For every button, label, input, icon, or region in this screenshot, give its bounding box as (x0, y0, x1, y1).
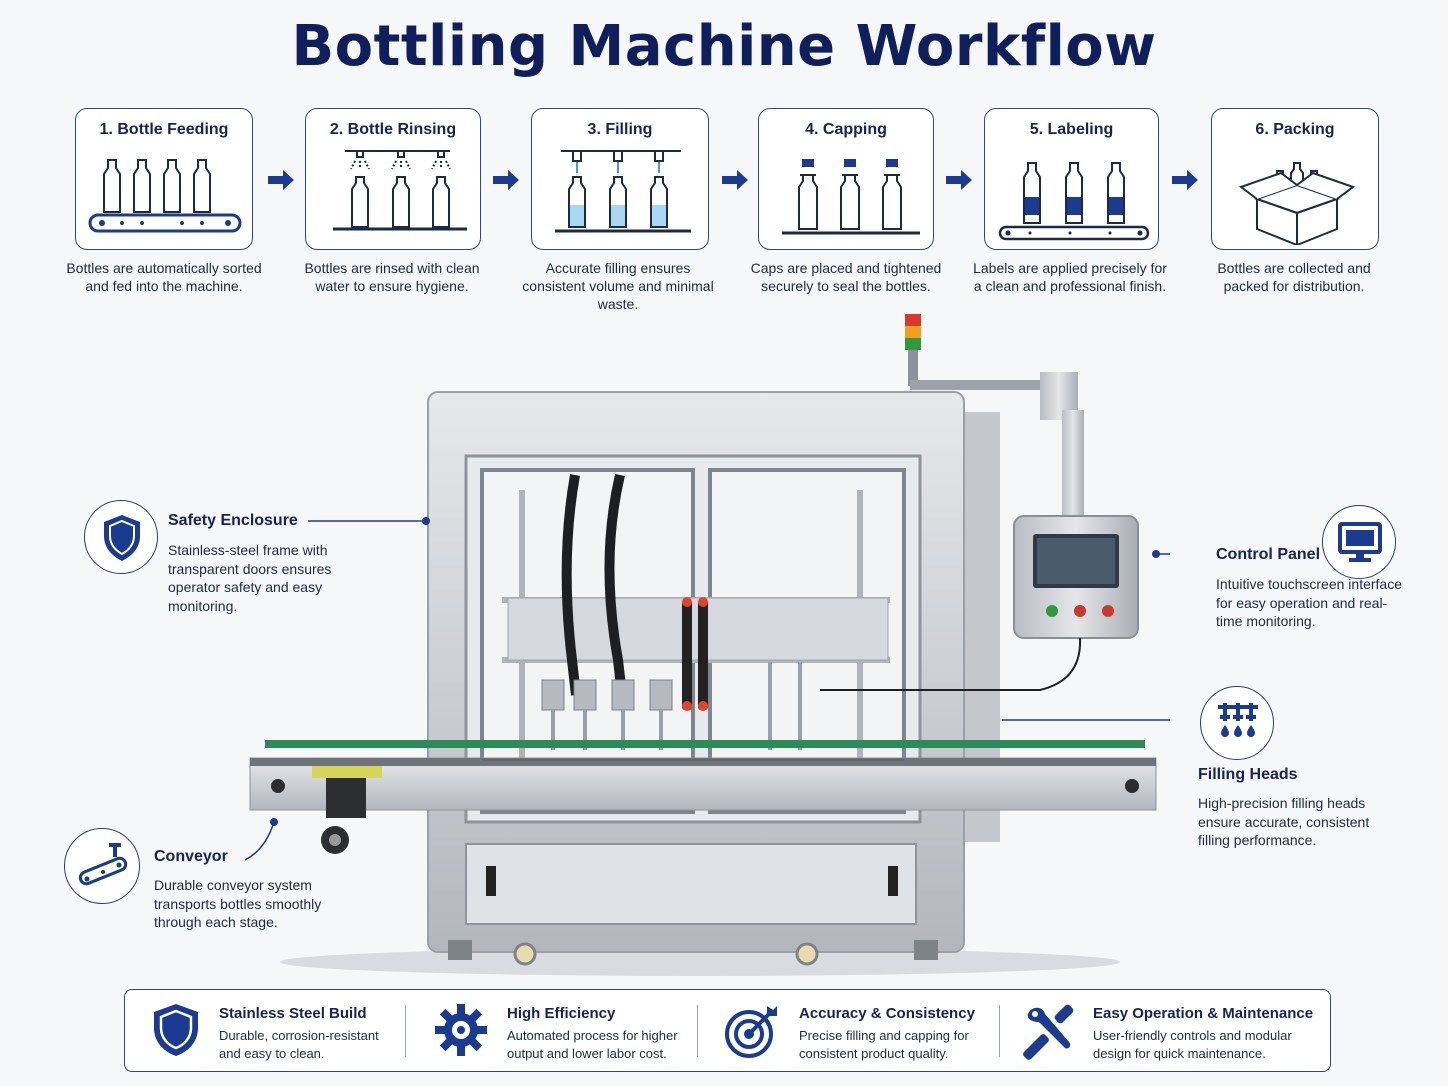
filling-badge (1200, 686, 1274, 760)
feature-high-efficiency: High Efficiency Automated process for hi… (415, 990, 695, 1073)
step-desc: Caps are placed and tightened securely t… (750, 260, 942, 294)
step-desc: Bottles are automatically sorted and fed… (66, 260, 262, 294)
step-filling: 3. Filling (531, 108, 709, 250)
conveyor-badge (64, 828, 140, 904)
safety-badge (84, 500, 158, 574)
step-title: 3. Filling (587, 121, 653, 138)
feature-title: High Efficiency (507, 1005, 616, 1022)
divider (999, 1005, 1000, 1057)
step-title: 6. Packing (1255, 121, 1335, 138)
labeled-bottles-icon (998, 162, 1150, 241)
step-title: 1. Bottle Feeding (99, 121, 229, 138)
step-title: 2. Bottle Rinsing (329, 121, 457, 138)
packing-box-icon (1238, 162, 1356, 245)
feature-desc: Precise filling and capping for consiste… (799, 1028, 969, 1061)
control-badge (1322, 505, 1396, 579)
capped-bottles-icon (782, 159, 920, 235)
feature-stainless-steel: Stainless Steel Build Durable, corrosion… (125, 990, 405, 1073)
filling-heads-icon (1218, 703, 1258, 737)
feature-desc: Automated process for higher output and … (507, 1028, 678, 1061)
bottling-machine-illustration (244, 314, 1170, 976)
step-desc: Bottles are rinsed with clean water to e… (304, 260, 480, 294)
target-icon (725, 1006, 777, 1058)
arrow-right-icon (946, 170, 972, 190)
arrow-right-icon (493, 170, 519, 190)
step-bottle-feeding: 1. Bottle Feeding (75, 108, 253, 250)
step-bottle-rinsing: 2. Bottle Rinsing (305, 108, 481, 250)
signal-tower (905, 314, 921, 386)
feature-title: Accuracy & Consistency (799, 1005, 975, 1022)
tools-icon (1023, 1004, 1074, 1060)
callout-filling-title: Filling Heads (1198, 766, 1298, 783)
step-desc: Accurate filling ensures consistent volu… (522, 260, 714, 312)
feature-title: Easy Operation & Maintenance (1093, 1005, 1314, 1022)
feature-easy-operation: Easy Operation & Maintenance User-friend… (1009, 990, 1329, 1073)
arrow-right-icon (722, 170, 748, 190)
bottles-on-conveyor-icon (88, 159, 242, 233)
divider (405, 1005, 406, 1057)
callout-control-desc: Intuitive touchscreen interface for easy… (1216, 576, 1402, 629)
rinsing-nozzles-icon (333, 150, 467, 231)
callout-conveyor-title: Conveyor (154, 848, 228, 865)
shield-icon (104, 515, 140, 561)
feature-bar: Stainless Steel Build Durable, corrosion… (124, 989, 1331, 1072)
callout-safety-desc: Stainless-steel frame with transparent d… (168, 542, 332, 614)
step-desc: Bottles are collected and packed for dis… (1217, 260, 1371, 294)
gear-icon (435, 1004, 487, 1056)
step-title: 5. Labeling (1029, 121, 1114, 138)
step-packing: 6. Packing (1211, 108, 1379, 250)
arrow-right-icon (268, 170, 294, 190)
step-labeling: 5. Labeling (984, 108, 1159, 250)
page-title: Bottling Machine Workflow (291, 14, 1157, 79)
conveyor-icon (78, 843, 128, 886)
monitor-icon (1338, 522, 1382, 562)
callout-safety-title: Safety Enclosure (168, 512, 298, 529)
arrow-right-icon (1172, 170, 1198, 190)
feature-title: Stainless Steel Build (219, 1005, 367, 1022)
callout-conveyor-desc: Durable conveyor system transports bottl… (154, 877, 322, 930)
feature-accuracy: Accuracy & Consistency Precise filling a… (707, 990, 997, 1073)
callout-filling-desc: High-precision filling heads ensure accu… (1198, 795, 1370, 848)
step-capping: 4. Capping (758, 108, 934, 250)
callout-control-title: Control Panel (1216, 546, 1321, 563)
step-desc: Labels are applied precisely for a clean… (973, 260, 1167, 294)
filling-bottles-icon (555, 150, 691, 233)
feature-desc: Durable, corrosion-resistant and easy to… (219, 1028, 379, 1061)
divider (697, 1005, 698, 1057)
shield-icon (154, 1004, 198, 1056)
step-title: 4. Capping (805, 121, 887, 138)
feature-desc: User-friendly controls and modular desig… (1093, 1028, 1292, 1061)
